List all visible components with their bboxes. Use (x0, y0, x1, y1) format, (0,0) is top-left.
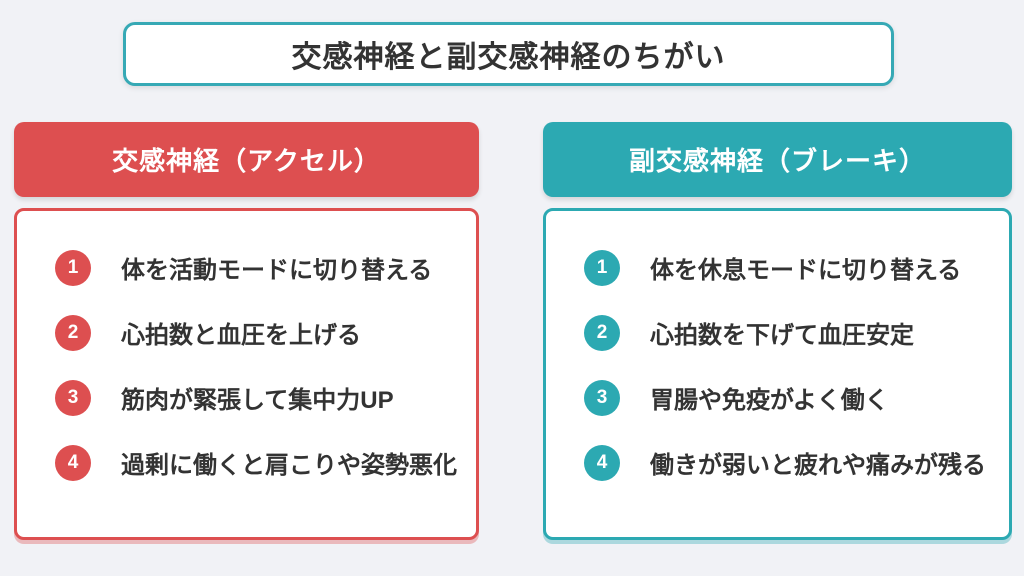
number-badge: 3 (584, 379, 620, 416)
list-item-text: 体を休息モードに切り替える (650, 257, 962, 284)
list-item: 3 筋肉が緊張して集中力UP (17, 365, 476, 430)
sympathetic-header: 交感神経（アクセル） (14, 122, 479, 197)
list-item: 1 体を活動モードに切り替える (17, 235, 476, 300)
list-item-text: 心拍数を下げて血圧安定 (650, 322, 914, 349)
parasympathetic-list-box: 1 体を休息モードに切り替える 2 心拍数を下げて血圧安定 3 胃腸や免疫がよく… (543, 208, 1012, 540)
number-badge: 4 (584, 444, 620, 481)
list-item: 2 心拍数を下げて血圧安定 (546, 300, 1009, 365)
sympathetic-column: 交感神経（アクセル） 1 体を活動モードに切り替える 2 心拍数と血圧を上げる … (14, 122, 479, 540)
sympathetic-header-label: 交感神経（アクセル） (112, 146, 381, 176)
list-item: 2 心拍数と血圧を上げる (17, 300, 476, 365)
list-item-text: 筋肉が緊張して集中力UP (121, 387, 394, 414)
list-item-text: 心拍数と血圧を上げる (121, 322, 361, 349)
parasympathetic-header: 副交感神経（ブレーキ） (543, 122, 1012, 197)
list-item: 1 体を休息モードに切り替える (546, 235, 1009, 300)
number-badge: 2 (55, 314, 91, 351)
list-item: 4 過剰に働くと肩こりや姿勢悪化 (17, 430, 476, 495)
parasympathetic-column: 副交感神経（ブレーキ） 1 体を休息モードに切り替える 2 心拍数を下げて血圧安… (543, 122, 1012, 540)
number-badge: 4 (55, 444, 91, 481)
parasympathetic-header-label: 副交感神経（ブレーキ） (628, 146, 926, 176)
number-badge: 3 (55, 379, 91, 416)
slide-title: 交感神経と副交感神経のちがい (291, 41, 726, 74)
sympathetic-list-box: 1 体を活動モードに切り替える 2 心拍数と血圧を上げる 3 筋肉が緊張して集中… (14, 208, 479, 540)
list-item: 3 胃腸や免疫がよく働く (546, 365, 1009, 430)
list-item-text: 過剰に働くと肩こりや姿勢悪化 (121, 452, 457, 479)
slide-title-box: 交感神経と副交感神経のちがい (123, 22, 894, 86)
list-item: 4 働きが弱いと疲れや痛みが残る (546, 430, 1009, 495)
list-item-text: 体を活動モードに切り替える (121, 257, 433, 284)
list-item-text: 胃腸や免疫がよく働く (650, 387, 889, 414)
list-item-text: 働きが弱いと疲れや痛みが残る (650, 452, 986, 479)
number-badge: 2 (584, 314, 620, 351)
number-badge: 1 (55, 249, 91, 286)
number-badge: 1 (584, 249, 620, 286)
